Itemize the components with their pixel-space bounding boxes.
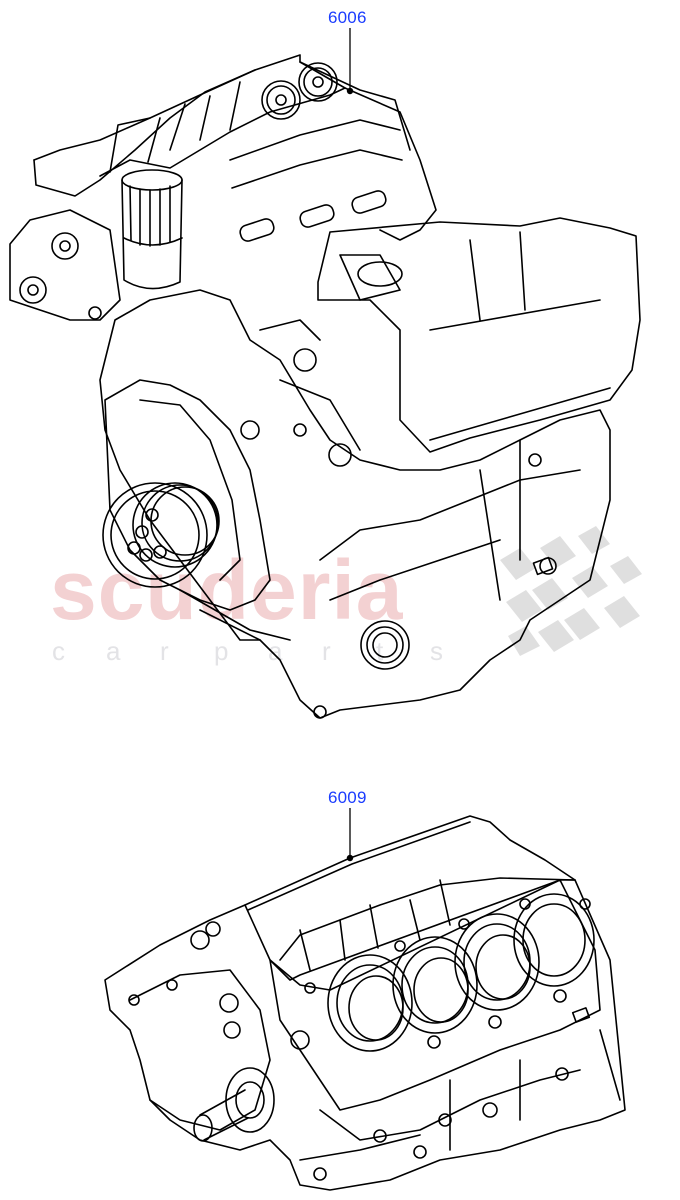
watermark-letter: s	[430, 636, 443, 666]
callout-6006-engine-assembly[interactable]: 6006	[328, 8, 367, 27]
leader-dot-6009	[346, 854, 354, 862]
watermark-letter: r	[322, 636, 331, 666]
watermark-letter: p	[214, 636, 229, 666]
watermark-letter: a	[268, 636, 283, 666]
watermark-letter: a	[106, 636, 121, 666]
watermark-letter: c	[52, 636, 65, 666]
watermark-letter: r	[160, 636, 169, 666]
callout-6009-cylinder-block[interactable]: 6009	[328, 788, 367, 807]
leader-dot-6006	[346, 87, 354, 95]
watermark-brand-text: scuderia	[50, 543, 404, 637]
watermark-letter: t	[376, 636, 384, 666]
